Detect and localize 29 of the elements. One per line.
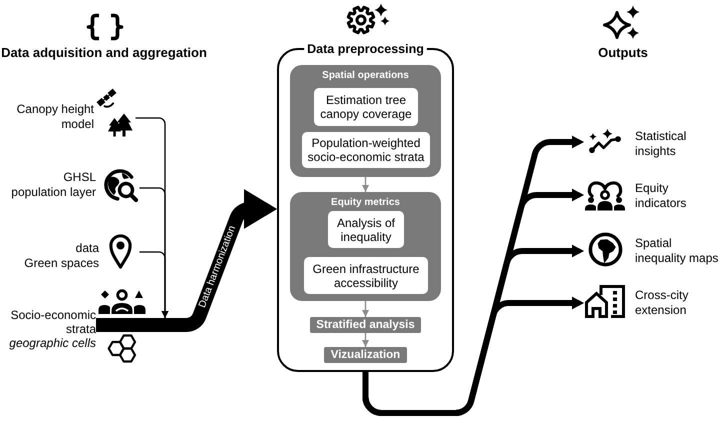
arrow (362, 332, 369, 348)
arrow (139, 251, 168, 319)
process-step: Stratified analysis (310, 317, 421, 333)
panel-title: Data preprocessing (306, 41, 425, 57)
process-step: Vizualization (324, 347, 407, 363)
source-label: GHSL population layer (10, 170, 96, 200)
arrow (362, 176, 369, 193)
flow-bar (96, 318, 182, 332)
group-panel (290, 65, 441, 177)
output-label: Equity indicators (635, 181, 688, 211)
source-label: Canopy height model (16, 102, 94, 132)
source-label: data (74, 241, 99, 256)
output-label: Spatial inequality maps (635, 236, 720, 266)
process-card: Analysis of inequality (328, 211, 404, 248)
group-title: Spatial operations (322, 69, 409, 82)
process-panel (277, 41, 454, 372)
source-note: geographic cells (8, 336, 96, 350)
process-card: Population-weighted socio-economic strata (302, 132, 430, 168)
arrow (362, 300, 369, 318)
output-label: Statistical insights (635, 129, 688, 159)
column-heading: Outputs (598, 45, 648, 61)
group-title: Equity metrics (331, 196, 400, 209)
process-card: Estimation tree canopy coverage (314, 88, 418, 126)
process-card: Green infrastructure accessibility (304, 257, 428, 294)
arrow (362, 296, 584, 416)
group-panel (290, 192, 441, 301)
output-label: Cross-city extension (635, 288, 690, 318)
column-heading: Data adquisition and aggregation (0, 45, 208, 61)
source-label: Green spaces (23, 256, 99, 271)
